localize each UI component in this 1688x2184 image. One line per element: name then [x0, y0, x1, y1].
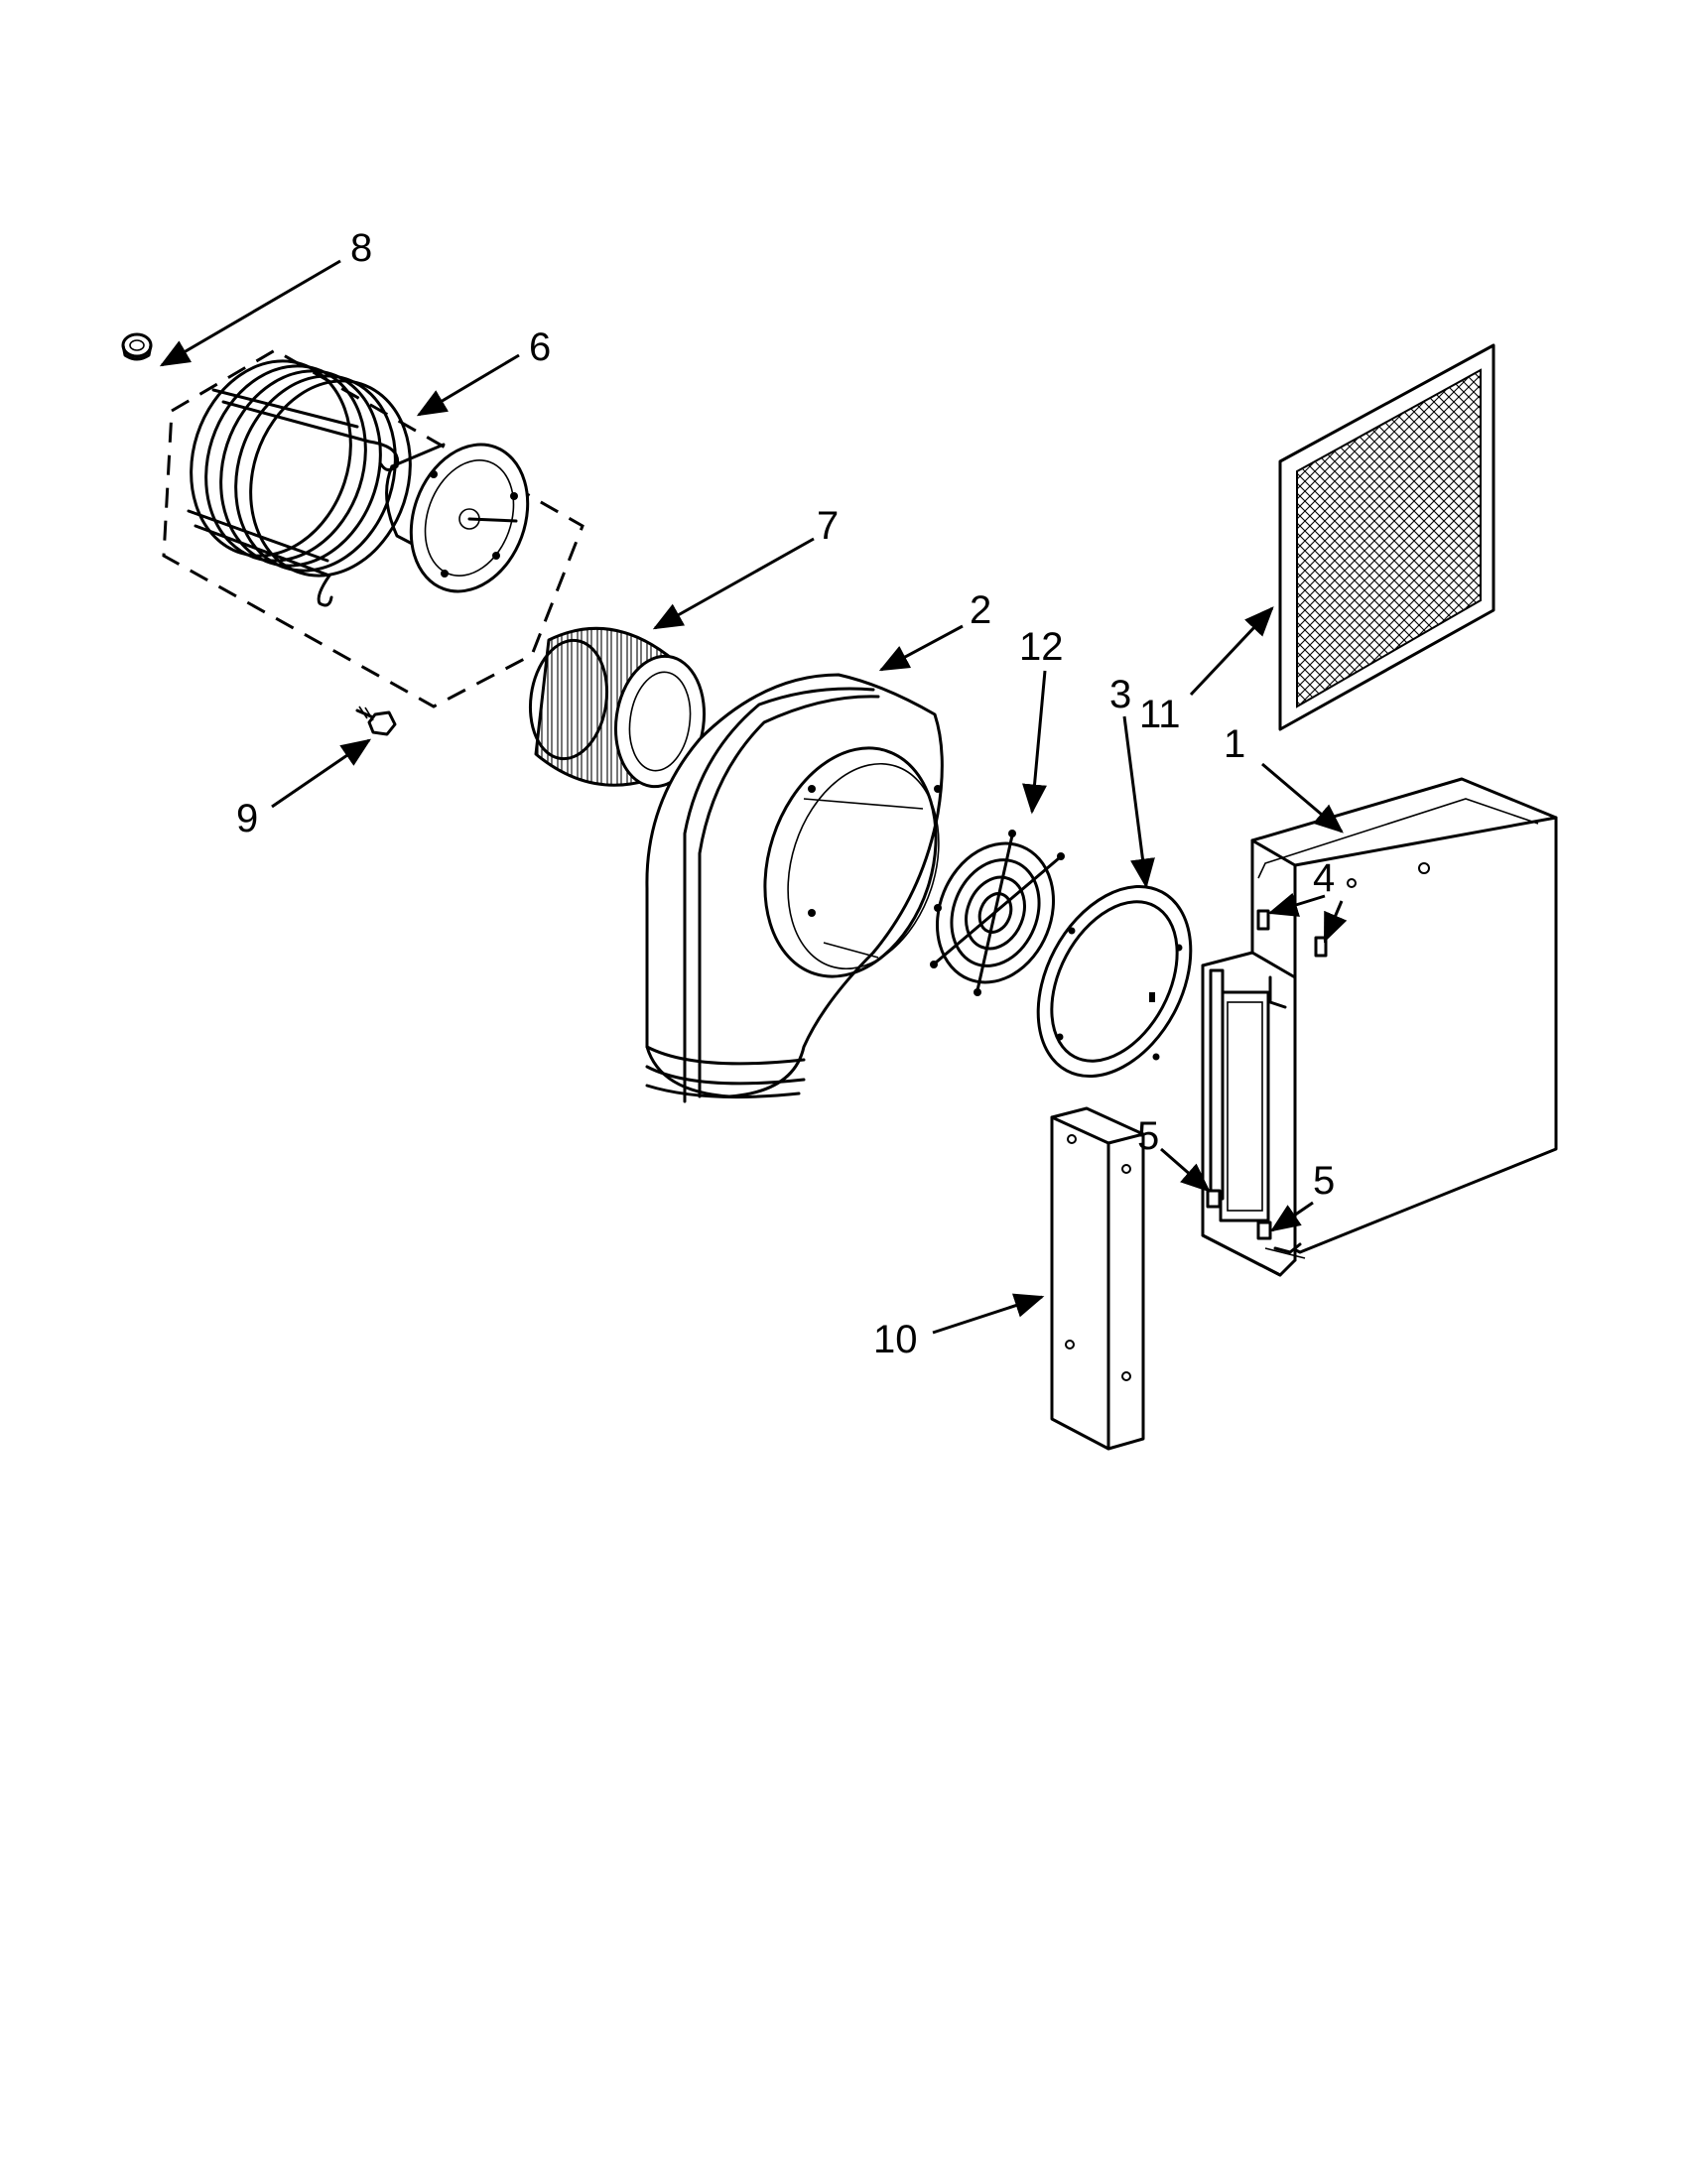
part-2-blower-housing	[645, 673, 944, 1103]
callout-5a: 5	[1137, 1114, 1159, 1158]
callout-7: 7	[817, 504, 839, 548]
callout-9: 9	[236, 797, 258, 840]
callout-8: 8	[350, 226, 372, 270]
part-4-clips	[1256, 909, 1328, 958]
leader-4b	[1323, 900, 1348, 944]
leader-12	[1022, 670, 1047, 815]
leader-10	[932, 1293, 1045, 1335]
part-10-panel	[1050, 1106, 1145, 1451]
leader-5b	[1269, 1201, 1314, 1232]
part-7-blower-wheel	[528, 626, 707, 789]
callout-11: 11	[1139, 693, 1181, 736]
leader-6	[416, 353, 520, 417]
leader-9	[271, 738, 372, 809]
part-6-dashed-boundary	[162, 348, 584, 708]
callout-2: 2	[970, 588, 991, 632]
part-11-filter	[1278, 343, 1495, 731]
leader-8	[159, 259, 341, 367]
part-6-motor	[385, 443, 530, 593]
callout-3: 3	[1109, 673, 1131, 716]
callout-12: 12	[1019, 625, 1064, 669]
callout-6: 6	[529, 325, 551, 369]
part-5-clips	[1206, 1189, 1272, 1240]
callout-5b: 5	[1313, 1159, 1335, 1203]
leader-1	[1261, 762, 1344, 834]
leader-lines	[159, 259, 1348, 1335]
leader-5a	[1160, 1147, 1211, 1193]
part-12-grille	[930, 830, 1065, 996]
part-9-screw	[355, 706, 397, 736]
callout-labels: 8 6 7 2 12 3 11 1 4 5 5 9 10	[236, 226, 1335, 1361]
leader-4a	[1267, 892, 1326, 917]
part-3-gasket-ring	[1036, 884, 1193, 1079]
part-8-nut	[121, 332, 153, 361]
leader-11	[1189, 606, 1274, 697]
leader-3	[1122, 715, 1155, 889]
callout-4: 4	[1313, 856, 1335, 900]
part-6-heater-assembly	[162, 348, 584, 708]
leader-7	[652, 537, 815, 630]
leader-2	[878, 624, 964, 672]
part-1-box-housing	[1201, 777, 1558, 1277]
callout-1: 1	[1224, 722, 1245, 766]
callout-10: 10	[873, 1318, 918, 1361]
